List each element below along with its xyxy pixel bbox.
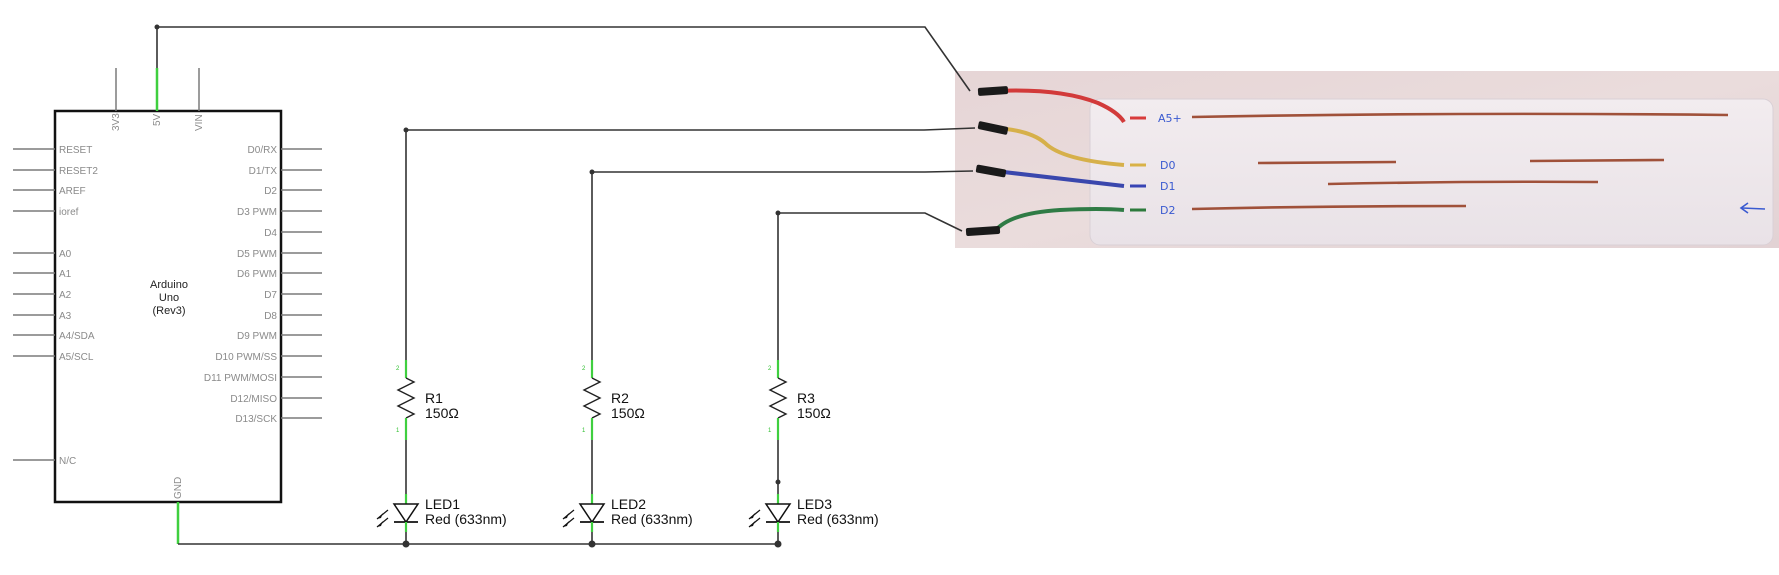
node-r1-top	[403, 127, 409, 133]
pin-label-a4: A4/SDA	[59, 331, 95, 342]
led3-name: LED3	[797, 496, 832, 512]
copper-trace-a5	[1191, 112, 1729, 119]
strip-label-a5: A5+	[1158, 112, 1182, 125]
pin-label-d2: D2	[264, 186, 277, 197]
arduino-outline	[53, 109, 283, 504]
pin-label-3v3: 3V3	[111, 113, 122, 131]
node-r2-top	[589, 169, 595, 175]
left-pin-group: RESET RESET2 AREF ioref A0 A1 A2 A3 A4/S…	[13, 145, 98, 467]
copper-trace-d1	[1327, 180, 1599, 186]
led2-emission-arrows-icon	[562, 509, 575, 528]
r1-pin-1: 1	[396, 428, 400, 434]
copper-trace-d2	[1191, 204, 1467, 211]
resistor-r2: 2 1 R2 150Ω	[582, 360, 645, 440]
led1-emission-arrows-icon	[376, 509, 389, 528]
wire-r3-to-green	[777, 212, 963, 360]
pin-label-d10: D10 PWM/SS	[215, 352, 277, 363]
wire-r2-to-blue	[591, 170, 974, 360]
strip-label-d0: D0	[1160, 159, 1175, 172]
led-1: LED1 Red (633nm)	[376, 494, 507, 532]
pin-label-aref: AREF	[59, 186, 86, 197]
pin-label-5v: 5V	[152, 113, 163, 126]
pin-label-vin: VIN	[194, 114, 205, 131]
pin-label-d4: D4	[264, 228, 277, 239]
cable-red	[994, 88, 1126, 124]
right-pin-group: D0/RX D1/TX D2 D3 PWM D4 D5 PWM D6 PWM D…	[204, 145, 322, 425]
wire-r1-to-yellow	[405, 127, 976, 360]
arduino-board: Arduino Uno (Rev3) 3V3 5V VIN GND RESET …	[13, 68, 322, 544]
copper-trace-d0-b	[1529, 158, 1665, 163]
copper-trace-d0-a	[1257, 160, 1397, 165]
pin-label-d7: D7	[264, 290, 277, 301]
wire-5v-to-red	[156, 26, 971, 92]
strip-label-d1: D1	[1160, 180, 1175, 193]
pin-label-a1: A1	[59, 269, 72, 280]
resistor-r1: 2 1 R1 150Ω	[396, 360, 459, 440]
node-r3-led3	[775, 479, 781, 485]
led1-name: LED1	[425, 496, 460, 512]
led1-value: Red (633nm)	[425, 511, 507, 527]
r1-pin-2: 2	[396, 366, 400, 372]
connector-green	[965, 225, 1001, 237]
r2-name: R2	[611, 390, 629, 406]
led3-emission-arrows-icon	[748, 509, 761, 528]
connector-yellow	[977, 121, 1009, 135]
strip-label-d2: D2	[1160, 204, 1175, 217]
r1-name: R1	[425, 390, 443, 406]
node-r3-top	[775, 210, 781, 216]
pin-label-d13: D13/SCK	[235, 414, 277, 425]
pin-label-d8: D8	[264, 311, 277, 322]
r2-value: 150Ω	[611, 405, 645, 421]
pin-label-d12: D12/MISO	[230, 394, 277, 405]
led-2: LED2 Red (633nm)	[562, 494, 693, 532]
pin-label-d0: D0/RX	[248, 145, 278, 156]
pin-label-a0: A0	[59, 249, 72, 260]
photo-panel: A5+ D0 D1 D2	[955, 71, 1779, 248]
arduino-name-line1: Arduino	[150, 279, 188, 291]
pin-label-a5: A5/SCL	[59, 352, 94, 363]
connector-blue	[975, 164, 1007, 178]
arrow-left-icon	[1739, 202, 1766, 214]
r3-value: 150Ω	[797, 405, 831, 421]
pin-label-ioref: ioref	[59, 207, 79, 218]
pin-label-reset: RESET	[59, 145, 92, 156]
pin-label-nc: N/C	[59, 456, 76, 467]
arduino-name-line2: Uno	[159, 292, 179, 304]
resistor-r3: 2 1 R3 150Ω	[768, 360, 831, 440]
pin-label-d1: D1/TX	[249, 166, 278, 177]
led2-name: LED2	[611, 496, 646, 512]
cable-green	[993, 207, 1125, 233]
arduino-name-line3: (Rev3)	[152, 305, 185, 317]
connector-red	[977, 86, 1009, 96]
pin-label-d3: D3 PWM	[237, 207, 277, 218]
r2-pin-2: 2	[582, 366, 586, 372]
pin-label-gnd: GND	[173, 477, 184, 499]
plastic-strip	[1089, 98, 1774, 246]
r2-pin-1: 1	[582, 428, 586, 434]
pin-label-d6: D6 PWM	[237, 269, 277, 280]
led-3: LED3 Red (633nm)	[748, 494, 879, 532]
r1-value: 150Ω	[425, 405, 459, 421]
wires	[154, 24, 976, 548]
led2-value: Red (633nm)	[611, 511, 693, 527]
pin-label-a3: A3	[59, 311, 72, 322]
pin-label-d9: D9 PWM	[237, 331, 277, 342]
pin-label-d11: D11 PWM/MOSI	[204, 373, 277, 384]
r3-name: R3	[797, 390, 815, 406]
node-5v	[154, 24, 160, 30]
r3-pin-2: 2	[768, 366, 772, 372]
cable-blue	[994, 169, 1125, 188]
pin-label-a2: A2	[59, 290, 72, 301]
led3-value: Red (633nm)	[797, 511, 879, 527]
pin-label-reset2: RESET2	[59, 166, 98, 177]
pin-label-d5: D5 PWM	[237, 249, 277, 260]
cable-yellow	[994, 126, 1125, 167]
r3-pin-1: 1	[768, 428, 772, 434]
